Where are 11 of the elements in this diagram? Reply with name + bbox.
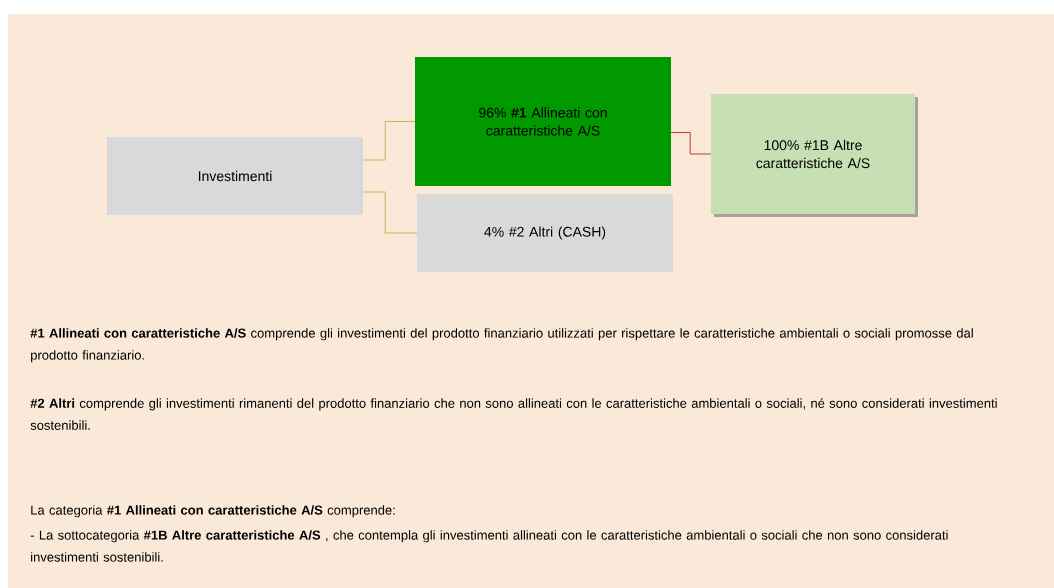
- paragraph: #2 Altri comprende gli investimenti rimanenti del prodotto finanziario che non sono allineati con le caratteristiche ambientali o sociali, né sono considerati investimenti sostenibili.: [30, 398, 997, 430]
- connector: [670, 132, 712, 155]
- category-box: 96% #1 Allineati con caratteristiche A/S: [415, 57, 671, 186]
- paragraph: - La sottocategoria #1B Altre caratteristiche A/S , che contempla gli investimenti allineati con le caratteristiche ambientali o sociali che non sono considerati investimenti sostenibili.: [30, 530, 948, 562]
- subcategory-box: 100% #1B Altre caratteristiche A/S: [711, 94, 915, 214]
- category-box: Investimenti: [107, 137, 363, 215]
- connector: [362, 191, 418, 234]
- connector: [362, 121, 416, 161]
- category-box: 4% #2 Altri (CASH): [417, 194, 673, 272]
- paragraph: #1 Allineati con caratteristiche A/S comprende gli investimenti del prodotto finanziario utilizzati per rispettare le caratteristiche ambientali o sociali promosse dal prodotto finanziario.: [30, 328, 973, 363]
- paragraph: La categoria #1 Allineati con caratteristiche A/S comprende:: [31, 505, 395, 518]
